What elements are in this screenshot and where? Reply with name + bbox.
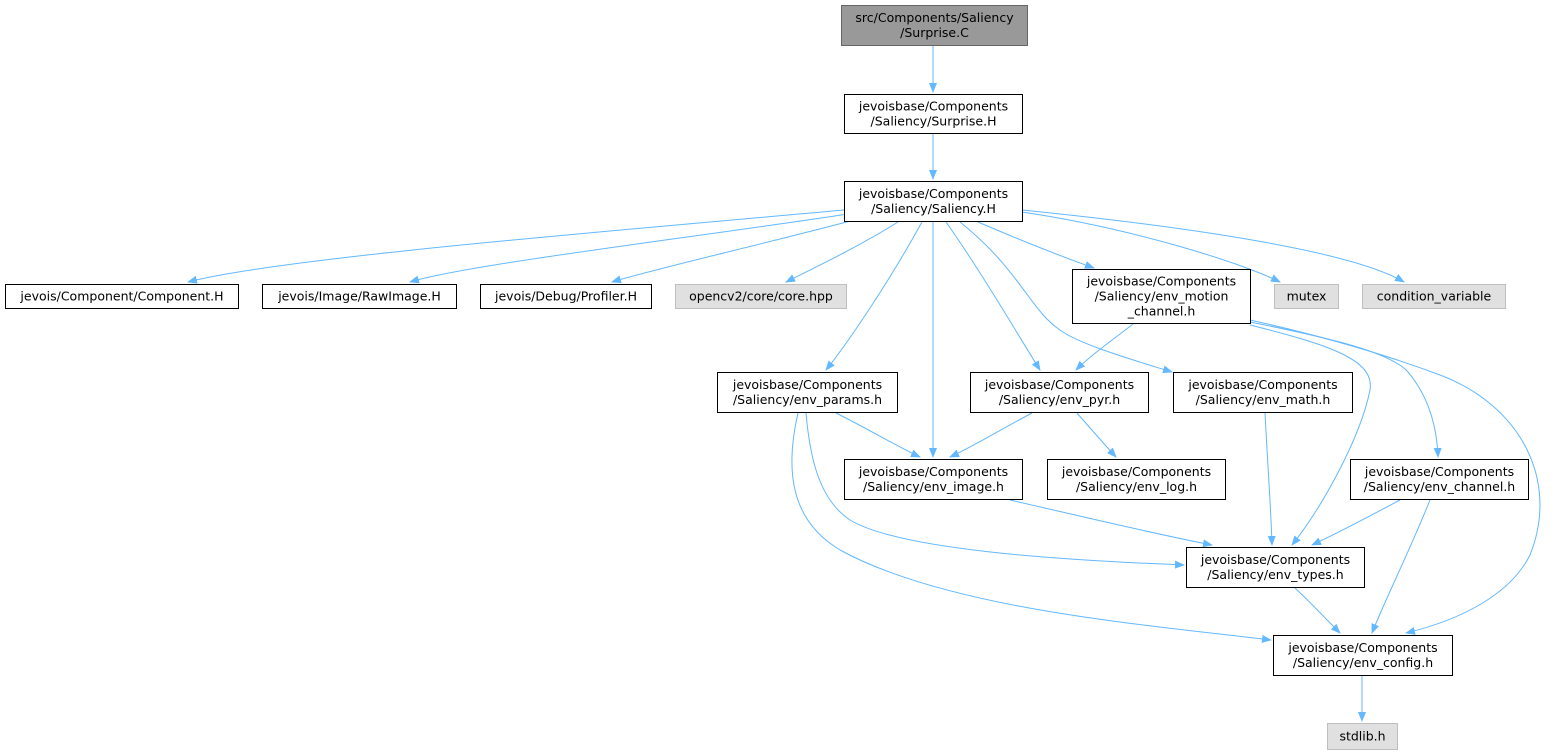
node-box [1350,459,1529,500]
node-label-line: opencv2/core/core.hpp [689,289,833,304]
node-label-line: jevoisbase/Components [1187,377,1337,392]
node-label-line: jevois/Component/Component.H [19,289,223,304]
edge-saliency_h-to-condvar [1021,209,1405,283]
node-box [844,459,1023,500]
node-profiler_h[interactable]: jevois/Debug/Profiler.H [480,284,652,309]
node-box [1186,547,1365,588]
node-label-line: /Saliency/Surprise.H [871,114,997,129]
node-box [480,284,652,309]
edge-saliency_h-to-profiler_h [611,218,859,284]
node-label-line: /Saliency/env_types.h [1207,567,1343,582]
node-box [1274,284,1339,309]
node-box [970,372,1149,413]
node-env_image[interactable]: jevoisbase/Components/Saliency/env_image… [844,459,1023,500]
node-surprise_c[interactable]: src/Components/Saliency/Surprise.C [841,5,1028,46]
edge-env_params-to-env_types [805,412,1185,569]
node-label-line: /Saliency/env_math.h [1196,392,1331,407]
node-box [675,284,847,309]
edge-env_motion-to-env_config [1249,319,1541,635]
node-label-line: jevoisbase/Components [858,464,1008,479]
node-label-line: stdlib.h [1339,729,1385,744]
edge-saliency_h-to-core_hpp [785,221,899,283]
edges-layer [187,46,1541,722]
node-box [1327,723,1398,750]
node-box [1273,635,1453,676]
node-surprise_h[interactable]: jevoisbase/Components/Saliency/Surprise.… [844,94,1023,134]
edge-env_channel-to-env_types [1311,499,1401,546]
node-box [262,284,457,309]
nodes-layer: src/Components/Saliency/Surprise.C jevois… [5,5,1529,750]
node-label-line: /Saliency/Saliency.H [871,201,996,216]
node-label-line: jevoisbase/Components [732,377,882,392]
node-label-line: jevoisbase/Components [858,99,1008,114]
node-label-line: /Saliency/env_pyr.h [999,392,1120,407]
edge-saliency_h-to-component_h [187,209,845,284]
edge-env_pyr-to-env_log [1076,412,1117,458]
node-label-line: mutex [1287,289,1327,304]
node-env_config[interactable]: jevoisbase/Components/Saliency/env_confi… [1273,635,1453,676]
edge-env_types-to-env_config [1294,587,1341,634]
node-mutex: mutex [1274,284,1339,309]
node-label-line: /Saliency/env_image.h [863,479,1004,494]
node-box [1047,459,1226,500]
node-env_channel[interactable]: jevoisbase/Components/Saliency/env_chann… [1350,459,1529,500]
node-box [1072,269,1251,324]
edge-env_math-to-env_types [1264,412,1276,546]
node-condvar: condition_variable [1362,284,1506,309]
edge-env_params-to-env_image [835,412,921,458]
node-label-line: jevoisbase/Components [858,186,1008,201]
node-component_h[interactable]: jevois/Component/Component.H [5,284,239,309]
node-box [1173,372,1353,413]
edge-saliency_h-to-env_params [825,221,923,371]
node-label-line: jevoisbase/Components [1364,464,1514,479]
edge-env_motion-to-env_pyr [1075,323,1134,371]
node-label-line: jevoisbase/Components [984,377,1134,392]
node-box [844,181,1023,222]
node-label-line: jevois/Debug/Profiler.H [494,289,637,304]
node-env_math[interactable]: jevoisbase/Components/Saliency/env_math.… [1173,372,1353,413]
node-box [1362,284,1506,309]
node-label-line: /Saliency/env_params.h [733,392,882,407]
node-env_motion[interactable]: jevoisbase/Components/Saliency/env_motio… [1072,269,1251,324]
node-stdlib_h: stdlib.h [1327,723,1398,750]
node-label-line: jevoisbase/Components [1287,640,1437,655]
node-label-line: jevoisbase/Components [1061,464,1211,479]
node-label-line: condition_variable [1377,289,1492,304]
node-env_pyr[interactable]: jevoisbase/Components/Saliency/env_pyr.h [970,372,1149,413]
edge-saliency_h-to-env_motion [977,221,1095,269]
edge-saliency_h-to-env_math [959,221,1173,374]
node-label-line: /Surprise.C [900,25,969,40]
node-env_params[interactable]: jevoisbase/Components/Saliency/env_param… [717,372,898,413]
node-env_types[interactable]: jevoisbase/Components/Saliency/env_types… [1186,547,1365,588]
edge-env_image-to-env_types [1009,499,1213,548]
node-box [844,94,1023,134]
node-label-line: /Saliency/env_channel.h [1364,479,1515,494]
node-saliency_h[interactable]: jevoisbase/Components/Saliency/Saliency.… [844,181,1023,222]
node-box [841,5,1028,46]
node-label-line: /Saliency/env_log.h [1076,479,1197,494]
edge-env_params-to-env_config [791,412,1272,643]
node-label-line: jevois/Image/RawImage.H [277,289,441,304]
edge-env_channel-to-env_config [1371,499,1431,634]
edge-saliency_h-to-env_pyr [945,221,1041,371]
edge-env_motion-to-env_types [1249,324,1371,546]
edge-env_pyr-to-env_image [949,412,1033,458]
node-label-line: jevoisbase/Components [1200,552,1350,567]
node-label-line: /Saliency/env_motion [1095,289,1229,304]
node-rawimage_h[interactable]: jevois/Image/RawImage.H [262,284,457,309]
node-label-line: /Saliency/env_config.h [1293,655,1433,670]
edge-saliency_h-to-mutex [1021,211,1281,283]
node-box [717,372,898,413]
node-env_log[interactable]: jevoisbase/Components/Saliency/env_log.h [1047,459,1226,500]
node-core_hpp: opencv2/core/core.hpp [675,284,847,309]
node-label-line: _channel.h [1127,304,1196,319]
node-box [5,284,239,309]
edge-saliency_h-to-rawimage_h [409,213,849,284]
node-label-line: jevoisbase/Components [1086,274,1236,289]
node-label-line: src/Components/Saliency [855,10,1014,25]
